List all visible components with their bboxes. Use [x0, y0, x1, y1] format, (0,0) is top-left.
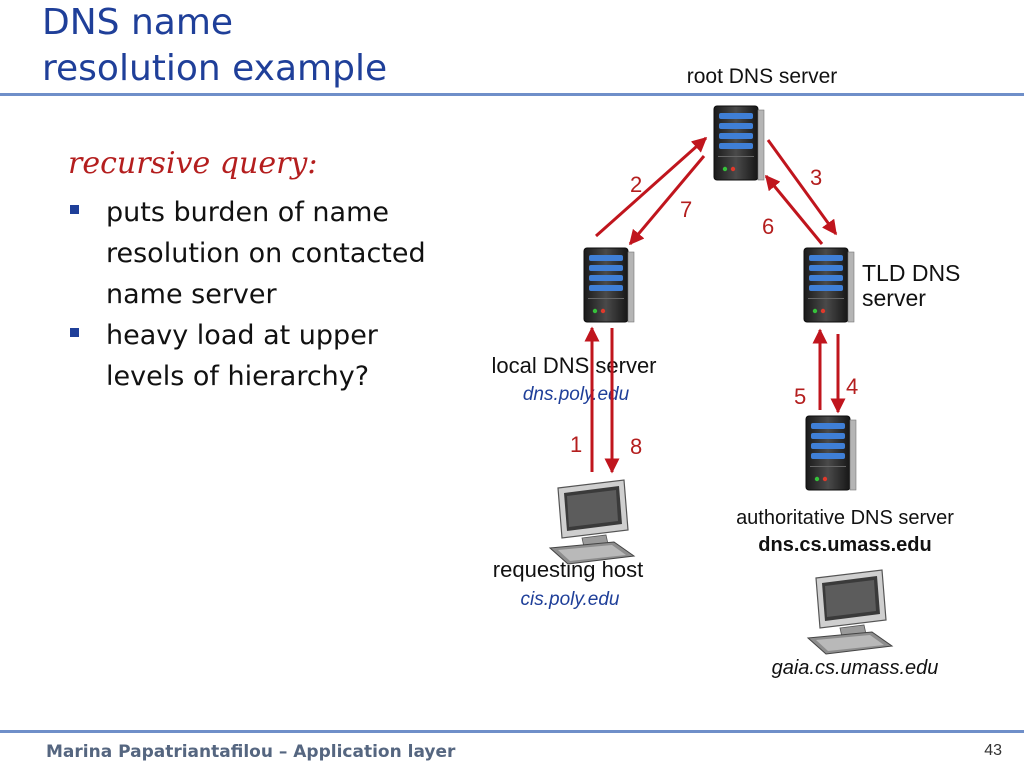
step-number-2: 2	[630, 172, 642, 197]
step-number-4: 4	[846, 374, 858, 399]
query-arrows	[584, 136, 846, 474]
tld-server-label-line2: server	[862, 285, 926, 311]
arrow-step-3	[766, 139, 838, 236]
arrow-step-7	[628, 155, 706, 246]
auth-server-icon	[805, 415, 857, 491]
arrow-step-2	[595, 136, 708, 238]
local-server-host: dns.poly.edu	[523, 384, 630, 405]
step-number-1: 1	[570, 432, 582, 457]
step-number-6: 6	[762, 214, 774, 239]
bullet-list: puts burden of name resolution on contac…	[68, 192, 428, 397]
header-divider	[0, 93, 1024, 96]
step-number-8: 8	[630, 434, 642, 459]
page-title: DNS name resolution example	[42, 0, 562, 92]
root-server-icon	[713, 105, 765, 181]
bullet-item: heavy load at upper levels of hierarchy?	[68, 315, 428, 397]
step-number-7: 7	[680, 197, 692, 222]
step-number-5: 5	[794, 384, 806, 409]
footer-divider	[0, 730, 1024, 733]
page-number: 43	[984, 742, 1002, 759]
gaia-host-computer-icon	[807, 569, 893, 655]
tld-server-icon	[803, 247, 855, 323]
auth-server-label: authoritative DNS server	[736, 507, 954, 529]
bullet-item: puts burden of name resolution on contac…	[68, 192, 428, 315]
footer-author: Marina Papatriantafilou – Application la…	[46, 742, 456, 762]
section-subtitle: recursive query:	[68, 146, 318, 181]
auth-server-host: dns.cs.umass.edu	[758, 534, 931, 556]
title-line-1: DNS name	[42, 2, 234, 43]
root-server-label: root DNS server	[687, 65, 838, 88]
gaia-host-name: gaia.cs.umass.edu	[772, 657, 939, 679]
local-server-icon	[583, 247, 635, 323]
arrow-step-6	[764, 174, 824, 245]
step-number-3: 3	[810, 165, 822, 190]
title-line-2: resolution example	[42, 48, 388, 89]
local-server-label: local DNS server	[491, 353, 656, 378]
tld-server-label-line1: TLD DNS	[862, 260, 960, 286]
requesting-host-name: cis.poly.edu	[521, 589, 620, 610]
requesting-host-computer-icon	[549, 479, 635, 565]
